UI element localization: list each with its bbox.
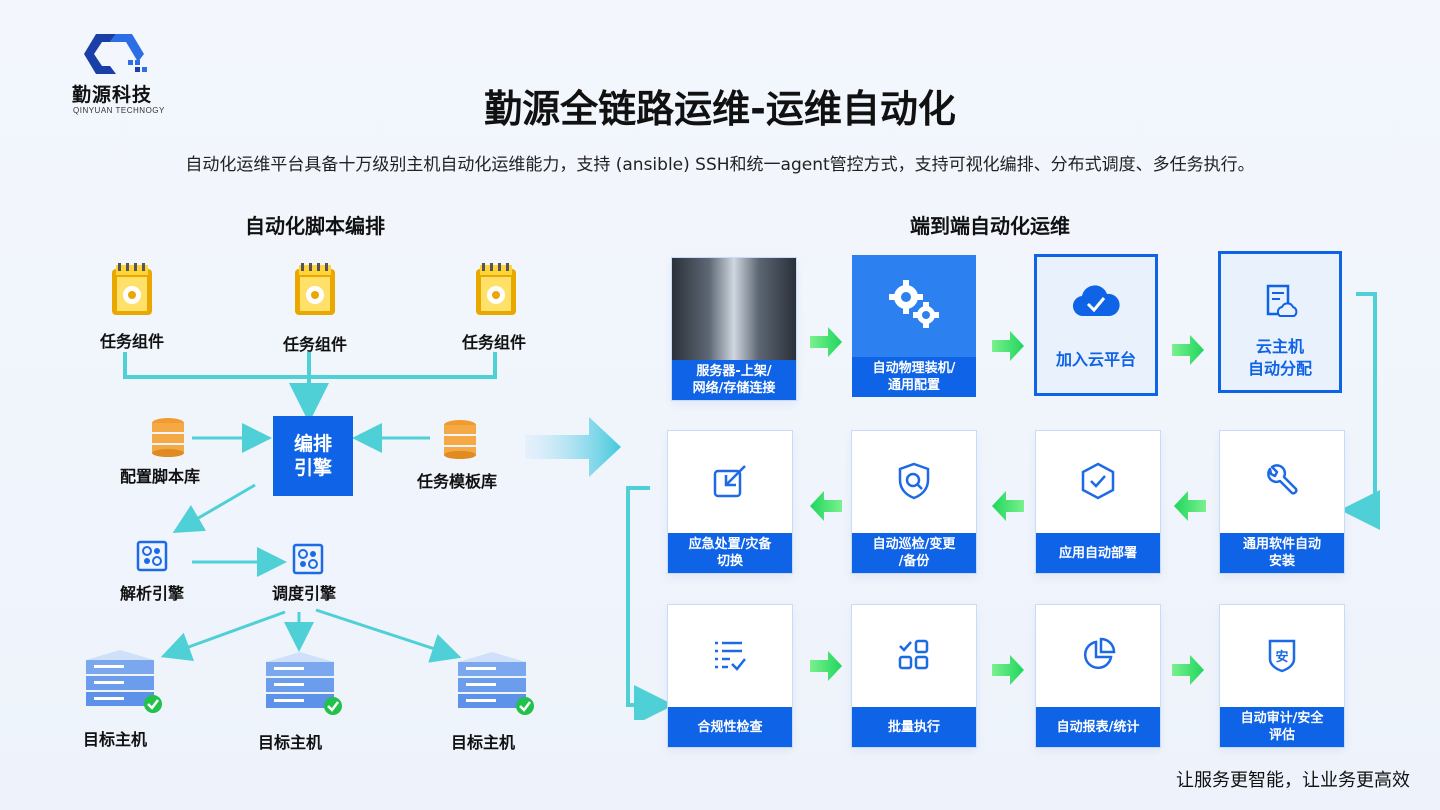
page-title: 勤源全链路运维-运维自动化	[484, 87, 956, 131]
flow-step-caption: 自动审计/安全 评估	[1220, 707, 1344, 747]
shield-search-icon	[852, 431, 976, 531]
config-lib-label: 配置脚本库	[119, 467, 200, 486]
flow-step-caption: 服务器-上架/ 网络/存储连接	[672, 360, 796, 400]
server-icon	[458, 652, 534, 715]
flow-connectors	[626, 292, 1380, 720]
security-badge-icon: 安	[1220, 605, 1344, 705]
big-right-arrow-icon	[525, 417, 621, 477]
flow-step-join-cloud: 加入云平台	[1034, 254, 1158, 396]
target-host-label: 目标主机	[450, 733, 515, 752]
orchestration-engine: 编排 引擎	[273, 416, 353, 496]
flow-step-label: 加入云平台	[1055, 350, 1136, 369]
brand-sub: QINYUAN TECHNOGY	[73, 106, 165, 115]
parse-engine-icon	[136, 540, 168, 572]
checklist-icon	[668, 605, 792, 705]
right-section-title: 端到端自动化运维	[910, 214, 1070, 238]
brand-logo-icon	[84, 34, 147, 74]
engine-line-2: 引擎	[293, 457, 332, 479]
flow-step-vm-allocation: 云主机 自动分配	[1218, 251, 1342, 393]
target-host-label: 目标主机	[257, 733, 322, 752]
left-section-title: 自动化脚本编排	[245, 214, 385, 238]
task-component-icon	[476, 263, 516, 315]
flow-step-caption: 自动物理装机/ 通用配置	[852, 357, 976, 397]
cloud-check-icon	[1037, 257, 1155, 347]
flow-step-label: 云主机 自动分配	[1247, 337, 1312, 378]
parse-engine-label: 解析引擎	[119, 584, 184, 603]
task-component-label: 任务组件	[99, 332, 164, 351]
server-icon	[266, 652, 342, 715]
datacenter-photo-icon	[672, 258, 796, 362]
gears-icon	[852, 255, 976, 355]
document-cloud-icon	[1221, 254, 1339, 350]
flow-step-caption: 合规性检查	[668, 707, 792, 747]
svg-text:安: 安	[1275, 649, 1288, 665]
flow-step-audit: 安 自动审计/安全 评估	[1220, 605, 1344, 747]
hexagon-check-icon	[1036, 431, 1160, 531]
schedule-engine-icon	[292, 543, 324, 575]
flow-step-caption: 批量执行	[852, 707, 976, 747]
left-connectors	[123, 352, 497, 663]
server-icon	[86, 650, 162, 713]
target-host-label: 目标主机	[82, 730, 147, 749]
flow-step-caption: 自动报表/统计	[1036, 707, 1160, 747]
flow-step-software-install: 通用软件自动 安装	[1220, 431, 1344, 573]
flow-step-compliance: 合规性检查	[668, 605, 792, 747]
green-arrows	[810, 327, 1206, 685]
flow-step-app-deploy: 应用自动部署	[1036, 431, 1160, 573]
schedule-engine-label: 调度引擎	[271, 584, 336, 603]
template-lib-label: 任务模板库	[416, 472, 497, 491]
flow-step-emergency: 应急处置/灾备 切换	[668, 431, 792, 573]
flow-step-caption: 应用自动部署	[1036, 533, 1160, 573]
flow-step-caption: 应急处置/灾备 切换	[668, 533, 792, 573]
database-icon	[444, 420, 476, 459]
flow-step-batch: 批量执行	[852, 605, 976, 747]
task-component-icon	[295, 263, 335, 315]
flow-step-caption: 通用软件自动 安装	[1220, 533, 1344, 573]
brand-name: 勤源科技	[72, 84, 153, 106]
flow-step-server-rack: 服务器-上架/ 网络/存储连接	[672, 258, 796, 400]
engine-line-1: 编排	[293, 433, 332, 455]
flow-step-caption: 自动巡检/变更 /备份	[852, 533, 976, 573]
task-component-icon	[112, 263, 152, 315]
task-component-label: 任务组件	[282, 335, 347, 354]
flow-step-inspection: 自动巡检/变更 /备份	[852, 431, 976, 573]
task-component-label: 任务组件	[461, 333, 526, 352]
flow-step-physical-install: 自动物理装机/ 通用配置	[852, 255, 976, 397]
resize-box-icon	[668, 431, 792, 531]
wrench-icon	[1220, 431, 1344, 531]
pie-chart-icon	[1036, 605, 1160, 705]
page-subtitle: 自动化运维平台具备十万级别主机自动化运维能力，支持 (ansible) SSH和…	[185, 155, 1255, 175]
database-icon	[152, 418, 184, 457]
flow-step-report: 自动报表/统计	[1036, 605, 1160, 747]
footer-slogan: 让服务更智能，让业务更高效	[1176, 770, 1410, 791]
grid-check-icon	[852, 605, 976, 705]
